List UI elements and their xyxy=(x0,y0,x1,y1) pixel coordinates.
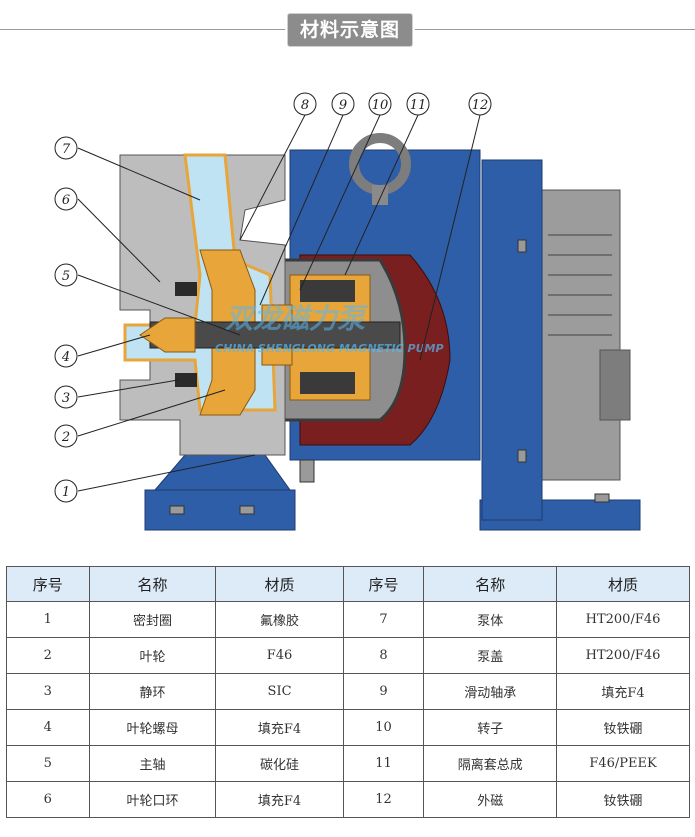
header-name: 名称 xyxy=(88,566,217,602)
cell-name: 叶轮螺母 xyxy=(88,709,217,746)
cell-index: 6 xyxy=(6,781,90,818)
cell-index: 1 xyxy=(6,601,90,638)
callout-12: 12 xyxy=(468,92,492,116)
cell-material: HT200/F46 xyxy=(556,637,690,674)
title-divider-left xyxy=(0,29,285,30)
callout-9: 9 xyxy=(331,92,355,116)
title-divider-right xyxy=(415,29,695,30)
seal-ring-top xyxy=(175,282,197,296)
pump-base-left xyxy=(144,489,296,531)
svg-text:11: 11 xyxy=(410,98,427,113)
callouts: 1 2 3 4 5 6 7 8 9 10 11 12 xyxy=(54,92,492,503)
cell-name: 泵体 xyxy=(423,601,558,638)
cell-index: 3 xyxy=(6,673,90,710)
callout-3: 3 xyxy=(54,385,78,409)
header-name-2: 名称 xyxy=(423,566,558,602)
pump-cross-section-diagram: 双龙磁力泵 CHINA SHENGLONG MAGNETIC PUMP 1 2 … xyxy=(54,92,641,531)
cell-index: 10 xyxy=(342,709,425,746)
cell-material: HT200/F46 xyxy=(556,601,690,638)
table-header-row: 序号 名称 材质 序号 名称 材质 xyxy=(6,566,690,602)
cell-material: 碳化硅 xyxy=(215,745,344,782)
cell-name: 泵盖 xyxy=(423,637,558,674)
svg-text:7: 7 xyxy=(62,142,71,157)
motor-flange xyxy=(481,159,543,521)
svg-text:2: 2 xyxy=(61,430,70,445)
callout-7: 7 xyxy=(54,136,78,160)
cell-index: 8 xyxy=(342,637,425,674)
table-row: 5 主轴 碳化硅 11 隔离套总成 F46/PEEK xyxy=(6,745,690,782)
table-row: 6 叶轮口环 填充F4 12 外磁 钕铁硼 xyxy=(6,781,690,818)
cell-name: 静环 xyxy=(88,673,217,710)
cell-material: F46/PEEK xyxy=(556,745,690,782)
seal-ring-bottom xyxy=(175,373,197,387)
cell-index: 12 xyxy=(342,781,425,818)
pump-base-left-support xyxy=(153,454,291,491)
cell-material: 氟橡胶 xyxy=(215,601,344,638)
cell-material: 填充F4 xyxy=(556,673,690,710)
rotor-magnet-top xyxy=(300,280,355,302)
cell-name: 隔离套总成 xyxy=(423,745,558,782)
callout-8: 8 xyxy=(293,92,317,116)
cell-index: 9 xyxy=(342,673,425,710)
callout-2: 2 xyxy=(54,424,78,448)
cell-index: 2 xyxy=(6,637,90,674)
cell-index: 4 xyxy=(6,709,90,746)
callout-1: 1 xyxy=(54,479,78,503)
callout-11: 11 xyxy=(406,92,430,116)
motor-end xyxy=(599,349,631,421)
svg-text:12: 12 xyxy=(472,98,489,113)
cell-name: 转子 xyxy=(423,709,558,746)
lifting-eye-stem xyxy=(372,185,388,205)
cell-name: 叶轮 xyxy=(88,637,217,674)
cell-name: 滑动轴承 xyxy=(423,673,558,710)
cell-name: 外磁 xyxy=(423,781,558,818)
table-row: 3 静环 SIC 9 滑动轴承 填充F4 xyxy=(6,673,690,710)
cell-name: 密封圈 xyxy=(88,601,217,638)
cell-index: 5 xyxy=(6,745,90,782)
table-row: 4 叶轮螺母 填充F4 10 转子 钕铁硼 xyxy=(6,709,690,746)
svg-text:6: 6 xyxy=(62,193,70,208)
cell-material: 填充F4 xyxy=(215,709,344,746)
header-index: 序号 xyxy=(6,566,90,602)
svg-text:10: 10 xyxy=(372,98,389,113)
cell-name: 主轴 xyxy=(88,745,217,782)
header-material: 材质 xyxy=(215,566,344,602)
svg-text:8: 8 xyxy=(301,98,309,113)
cell-material: F46 xyxy=(215,637,344,674)
svg-text:4: 4 xyxy=(61,350,70,365)
title-bar: 材料示意图 xyxy=(0,0,695,58)
watermark-main: 双龙磁力泵 xyxy=(225,302,369,335)
cell-index: 7 xyxy=(342,601,425,638)
cell-material: 钕铁硼 xyxy=(556,781,690,818)
watermark-sub: CHINA SHENGLONG MAGNETIC PUMP xyxy=(215,342,444,355)
svg-text:5: 5 xyxy=(62,269,70,284)
svg-text:1: 1 xyxy=(62,485,70,500)
cell-material: SIC xyxy=(215,673,344,710)
cell-name: 叶轮口环 xyxy=(88,781,217,818)
motor-fins xyxy=(548,234,612,336)
svg-text:3: 3 xyxy=(62,391,70,406)
callout-10: 10 xyxy=(368,92,392,116)
cell-material: 钕铁硼 xyxy=(556,709,690,746)
leader-lines xyxy=(77,114,481,492)
cell-material: 填充F4 xyxy=(215,781,344,818)
callout-6: 6 xyxy=(54,187,78,211)
page-title: 材料示意图 xyxy=(288,14,412,46)
header-index-2: 序号 xyxy=(342,566,425,602)
header-material-2: 材质 xyxy=(556,566,690,602)
rotor-magnet-bottom xyxy=(300,372,355,394)
callout-5: 5 xyxy=(54,263,78,287)
materials-table: 序号 名称 材质 序号 名称 材质 1 密封圈 氟橡胶 7 泵体 HT200/F… xyxy=(6,566,690,818)
bolts xyxy=(169,239,610,515)
impeller-nut xyxy=(139,317,196,353)
table-row: 2 叶轮 F46 8 泵盖 HT200/F46 xyxy=(6,637,690,674)
svg-text:9: 9 xyxy=(339,98,347,113)
cell-index: 11 xyxy=(342,745,425,782)
table-row: 1 密封圈 氟橡胶 7 泵体 HT200/F46 xyxy=(6,601,690,638)
callout-4: 4 xyxy=(54,344,78,368)
